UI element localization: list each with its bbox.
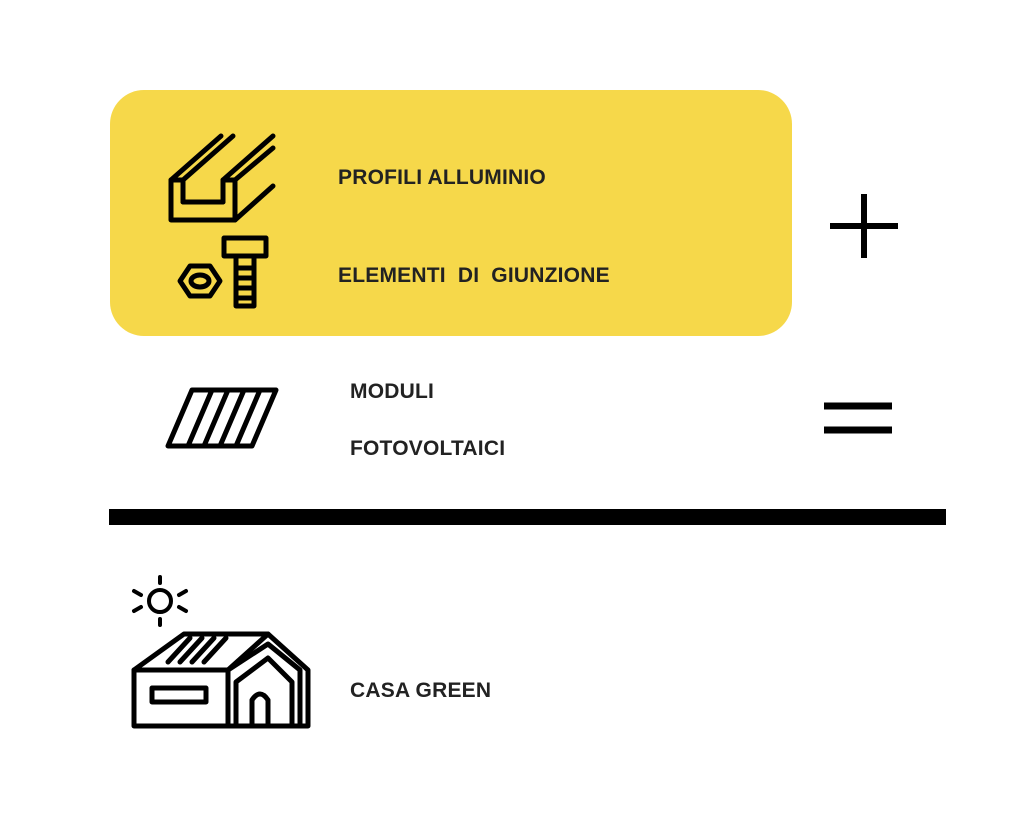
aluminium-profile-icon bbox=[168, 133, 276, 223]
nut-bolt-icon bbox=[177, 235, 269, 309]
result-divider bbox=[109, 509, 946, 525]
label-fotovoltaici: FOTOVOLTAICI bbox=[350, 437, 506, 460]
sun-icon bbox=[132, 575, 188, 627]
label-profili-alluminio: PROFILI ALLUMINIO bbox=[338, 166, 546, 189]
label-casa-green: CASA GREEN bbox=[350, 679, 492, 702]
label-elementi-giunzione: ELEMENTI DI GIUNZIONE bbox=[338, 264, 610, 287]
label-moduli: MODULI bbox=[350, 380, 435, 403]
plus-icon bbox=[830, 194, 898, 258]
green-house-icon bbox=[131, 631, 311, 729]
equals-icon bbox=[824, 402, 892, 434]
highlight-panel bbox=[110, 90, 792, 336]
solar-panel-icon bbox=[165, 387, 279, 449]
